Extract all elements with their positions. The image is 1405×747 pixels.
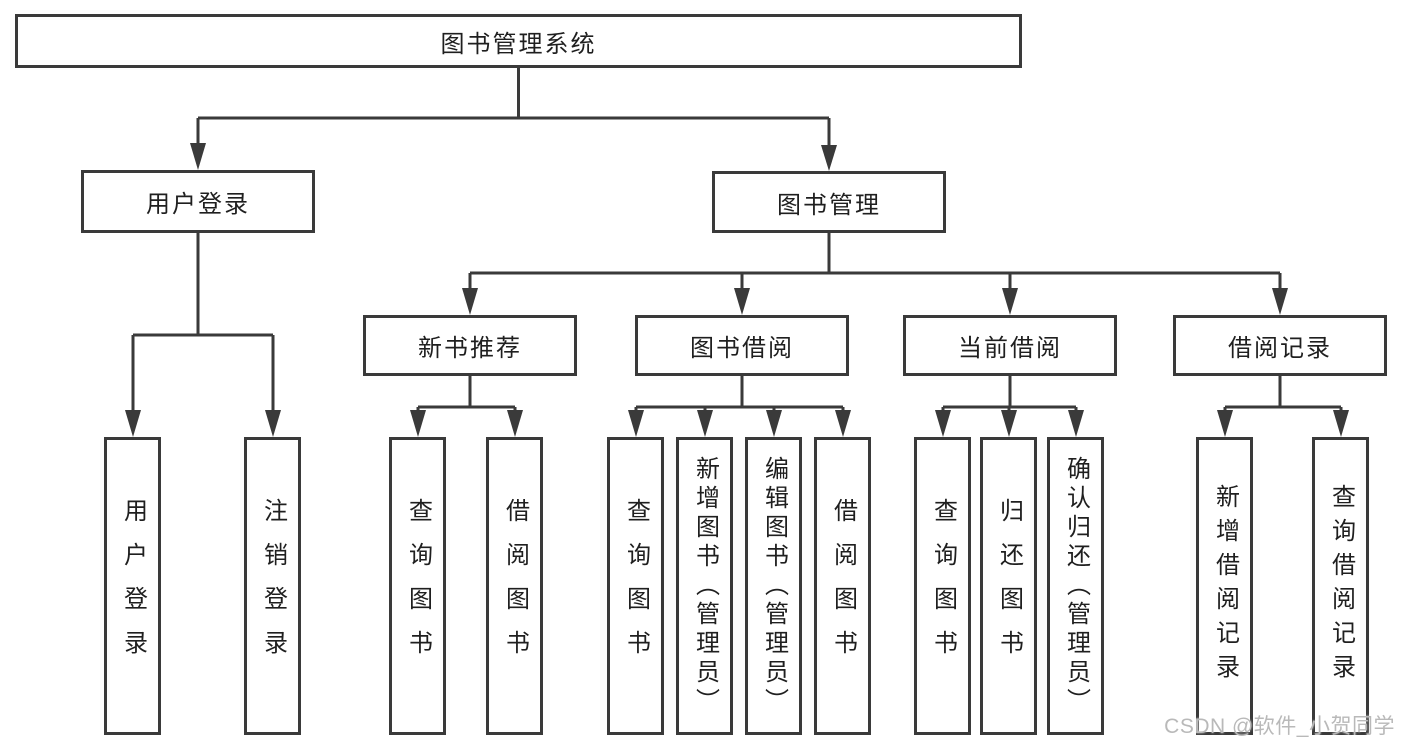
node-book-borrowing: 图书借阅 — [635, 315, 849, 376]
node-label: 查询借阅记录 — [1327, 484, 1355, 688]
arrowhead — [1001, 410, 1017, 437]
node-book-management-branch: 图书管理 — [712, 171, 946, 233]
arrowhead — [125, 410, 141, 437]
arrowhead — [835, 410, 851, 437]
node-new-book-recommendation: 新书推荐 — [363, 315, 577, 376]
leaf-borrow-books: 借阅图书 — [814, 437, 871, 735]
arrowhead — [697, 410, 713, 437]
node-label: 查询图书 — [929, 498, 957, 674]
leaf-user-login: 用户登录 — [104, 437, 161, 735]
node-label: 编辑图书（管理员） — [760, 455, 788, 717]
arrowhead — [935, 410, 951, 437]
node-user-login-branch: 用户登录 — [81, 170, 315, 233]
arrowhead — [766, 410, 782, 437]
node-label: 查询图书 — [622, 498, 650, 674]
node-label: 归还图书 — [995, 498, 1023, 674]
leaf-edit-books-admin: 编辑图书（管理员） — [745, 437, 802, 735]
arrowhead — [734, 288, 750, 315]
leaf-add-borrow-record: 新增借阅记录 — [1196, 437, 1253, 735]
leaf-query-books-recommend: 查询图书 — [389, 437, 446, 735]
leaf-query-books-current: 查询图书 — [914, 437, 971, 735]
node-label: 新增图书（管理员） — [691, 455, 719, 717]
node-label: 图书管理 — [777, 191, 881, 219]
node-label: 借阅图书 — [501, 498, 529, 674]
leaf-query-borrow-record: 查询借阅记录 — [1312, 437, 1369, 735]
node-library-management-system: 图书管理系统 — [15, 14, 1022, 68]
node-label: 图书借阅 — [690, 335, 794, 362]
node-label: 注销登录 — [259, 498, 287, 674]
node-label: 当前借阅 — [958, 335, 1062, 362]
leaf-borrow-books-recommend: 借阅图书 — [486, 437, 543, 735]
node-label: 查询图书 — [404, 498, 432, 674]
arrowhead — [821, 145, 837, 171]
arrowhead — [462, 288, 478, 315]
leaf-add-books-admin: 新增图书（管理员） — [676, 437, 733, 735]
node-label: 图书管理系统 — [440, 30, 597, 58]
leaf-confirm-return-admin: 确认归还（管理员） — [1047, 437, 1104, 735]
node-label: 新书推荐 — [418, 335, 522, 362]
node-label: 借阅记录 — [1228, 335, 1332, 362]
node-current-borrowing: 当前借阅 — [903, 315, 1117, 376]
arrowhead — [190, 143, 206, 170]
node-label: 新增借阅记录 — [1211, 484, 1239, 688]
arrowhead — [265, 410, 281, 437]
arrowhead — [1333, 410, 1349, 437]
node-label: 借阅图书 — [829, 498, 857, 674]
arrowhead — [1002, 288, 1018, 315]
node-label: 确认归还（管理员） — [1062, 455, 1090, 717]
arrowhead — [628, 410, 644, 437]
arrowhead — [410, 410, 426, 437]
leaf-query-books-borrowing: 查询图书 — [607, 437, 664, 735]
arrowhead — [1217, 410, 1233, 437]
node-label: 用户登录 — [146, 191, 250, 218]
node-label: 用户登录 — [119, 498, 147, 674]
arrowhead — [1068, 410, 1084, 437]
leaf-logout: 注销登录 — [244, 437, 301, 735]
arrowhead — [1272, 288, 1288, 315]
leaf-return-books: 归还图书 — [980, 437, 1037, 735]
arrowhead — [507, 410, 523, 437]
node-borrowing-records: 借阅记录 — [1173, 315, 1387, 376]
watermark-csdn: CSDN @软件_小贺同学 — [1164, 715, 1395, 738]
